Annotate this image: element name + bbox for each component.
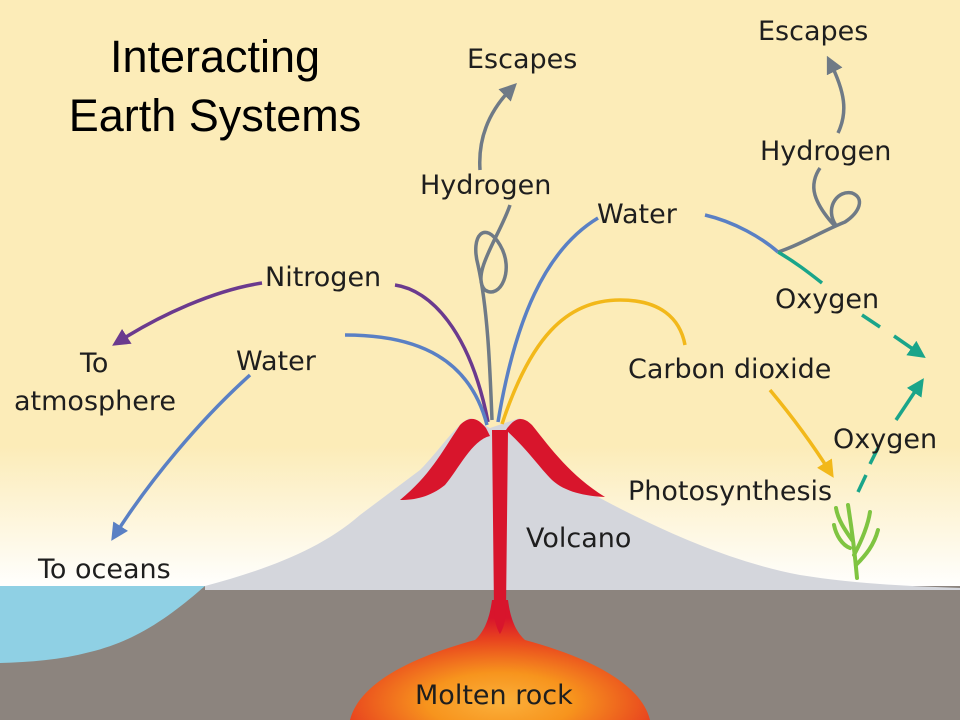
oxygen-lower-dash-1 bbox=[856, 474, 868, 493]
label-hydrogen-center: Hydrogen bbox=[420, 170, 551, 201]
oxygen-upper-path bbox=[777, 250, 824, 285]
volcano bbox=[205, 418, 960, 590]
volcanic-conduit bbox=[492, 430, 508, 634]
label-carbon-dioxide: Carbon dioxide bbox=[628, 354, 831, 385]
plant-icon bbox=[832, 503, 880, 580]
carbon-dioxide-arrow bbox=[768, 388, 834, 478]
hydrogen-center-path bbox=[474, 204, 512, 421]
label-oxygen-upper: Oxygen bbox=[775, 284, 879, 315]
label-water-left: Water bbox=[236, 346, 317, 377]
title-line-1: Interacting bbox=[110, 31, 320, 82]
oxygen-upper-dash-1 bbox=[861, 313, 881, 329]
label-molten-rock: Molten rock bbox=[415, 680, 573, 711]
label-to-atmosphere-line-1: To bbox=[79, 348, 108, 379]
label-to-atmosphere-line-2: atmosphere bbox=[14, 386, 176, 417]
oxygen-upper-arrow bbox=[893, 334, 926, 358]
label-photosynthesis: Photosynthesis bbox=[628, 476, 832, 507]
lava-flow-right bbox=[506, 418, 605, 497]
label-water-right: Water bbox=[597, 199, 678, 230]
label-hydrogen-right: Hydrogen bbox=[760, 136, 891, 167]
water-arrow-to-oceans bbox=[111, 373, 252, 541]
molten-rock-chamber bbox=[350, 600, 650, 720]
nitrogen-arrow-upper bbox=[394, 283, 490, 423]
hydrogen-center-escape-arrow bbox=[478, 83, 517, 171]
water-left-arrow-upper bbox=[344, 333, 489, 426]
title-line-2: Earth Systems bbox=[69, 90, 362, 141]
label-to-oceans: To oceans bbox=[37, 554, 171, 585]
ocean bbox=[0, 586, 205, 663]
label-volcano: Volcano bbox=[526, 523, 631, 554]
hydrogen-right-path bbox=[777, 166, 862, 254]
label-escapes-right: Escapes bbox=[758, 16, 868, 47]
nitrogen-arrow-to-atmosphere bbox=[112, 281, 263, 346]
label-oxygen-lower: Oxygen bbox=[833, 424, 937, 455]
hydrogen-right-escape-arrow bbox=[826, 55, 846, 134]
oxygen-lower-dash-2 bbox=[868, 447, 880, 465]
lava-flow-left bbox=[400, 418, 490, 500]
water-right-arrow-continued bbox=[704, 213, 780, 254]
carbon-dioxide-path bbox=[500, 298, 687, 425]
label-nitrogen: Nitrogen bbox=[265, 262, 381, 293]
label-escapes-center: Escapes bbox=[467, 44, 577, 75]
water-right-arrow bbox=[496, 216, 599, 423]
oxygen-lower-arrow bbox=[894, 378, 924, 421]
